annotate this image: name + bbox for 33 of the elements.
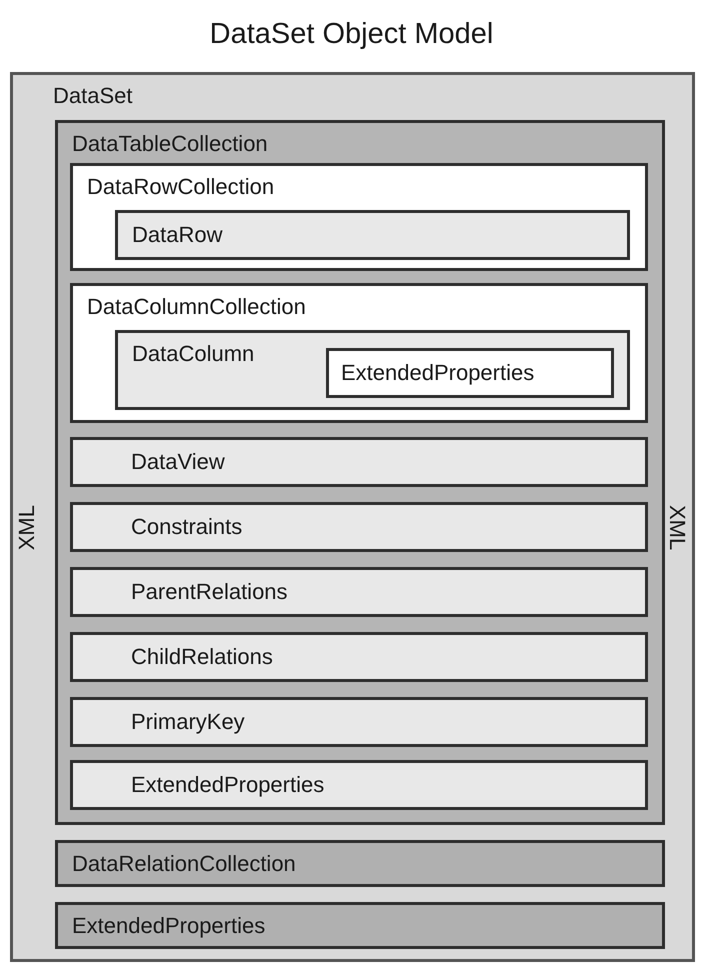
collection-panel bbox=[70, 283, 648, 423]
diagram-title: DataSet Object Model bbox=[208, 18, 494, 51]
collection-panel bbox=[55, 120, 665, 825]
item-bar bbox=[70, 632, 648, 682]
box-label: DataRow bbox=[132, 222, 222, 248]
item-bar bbox=[70, 502, 648, 552]
box-label: DataColumnCollection bbox=[87, 294, 306, 320]
side-label: XML bbox=[14, 505, 40, 550]
box-label: DataColumn bbox=[132, 341, 254, 367]
box-label: ExtendedProperties bbox=[341, 360, 534, 386]
box-label: DataRowCollection bbox=[87, 174, 274, 200]
item-bar bbox=[70, 760, 648, 810]
side-label: XML bbox=[664, 505, 690, 550]
collection-panel bbox=[70, 163, 648, 271]
box-label: ChildRelations bbox=[131, 644, 273, 670]
outer-panel bbox=[10, 72, 695, 962]
item-bar bbox=[55, 902, 665, 949]
item-bar bbox=[70, 697, 648, 747]
box-label: PrimaryKey bbox=[131, 709, 245, 735]
item-bar bbox=[70, 567, 648, 617]
box-label: ExtendedProperties bbox=[72, 912, 266, 938]
box-label: DataRelationCollection bbox=[72, 850, 296, 876]
box-label: DataView bbox=[131, 449, 225, 475]
box-label: ExtendedProperties bbox=[131, 772, 324, 798]
box-label: DataTableCollection bbox=[72, 131, 268, 157]
item-bar bbox=[70, 437, 648, 487]
box-label: Constraints bbox=[131, 514, 242, 540]
item-bar bbox=[326, 348, 614, 398]
box-label: ParentRelations bbox=[131, 579, 288, 605]
item-panel bbox=[115, 330, 630, 410]
item-bar bbox=[55, 840, 665, 887]
item-bar bbox=[115, 210, 630, 260]
box-label: DataSet bbox=[53, 83, 132, 109]
